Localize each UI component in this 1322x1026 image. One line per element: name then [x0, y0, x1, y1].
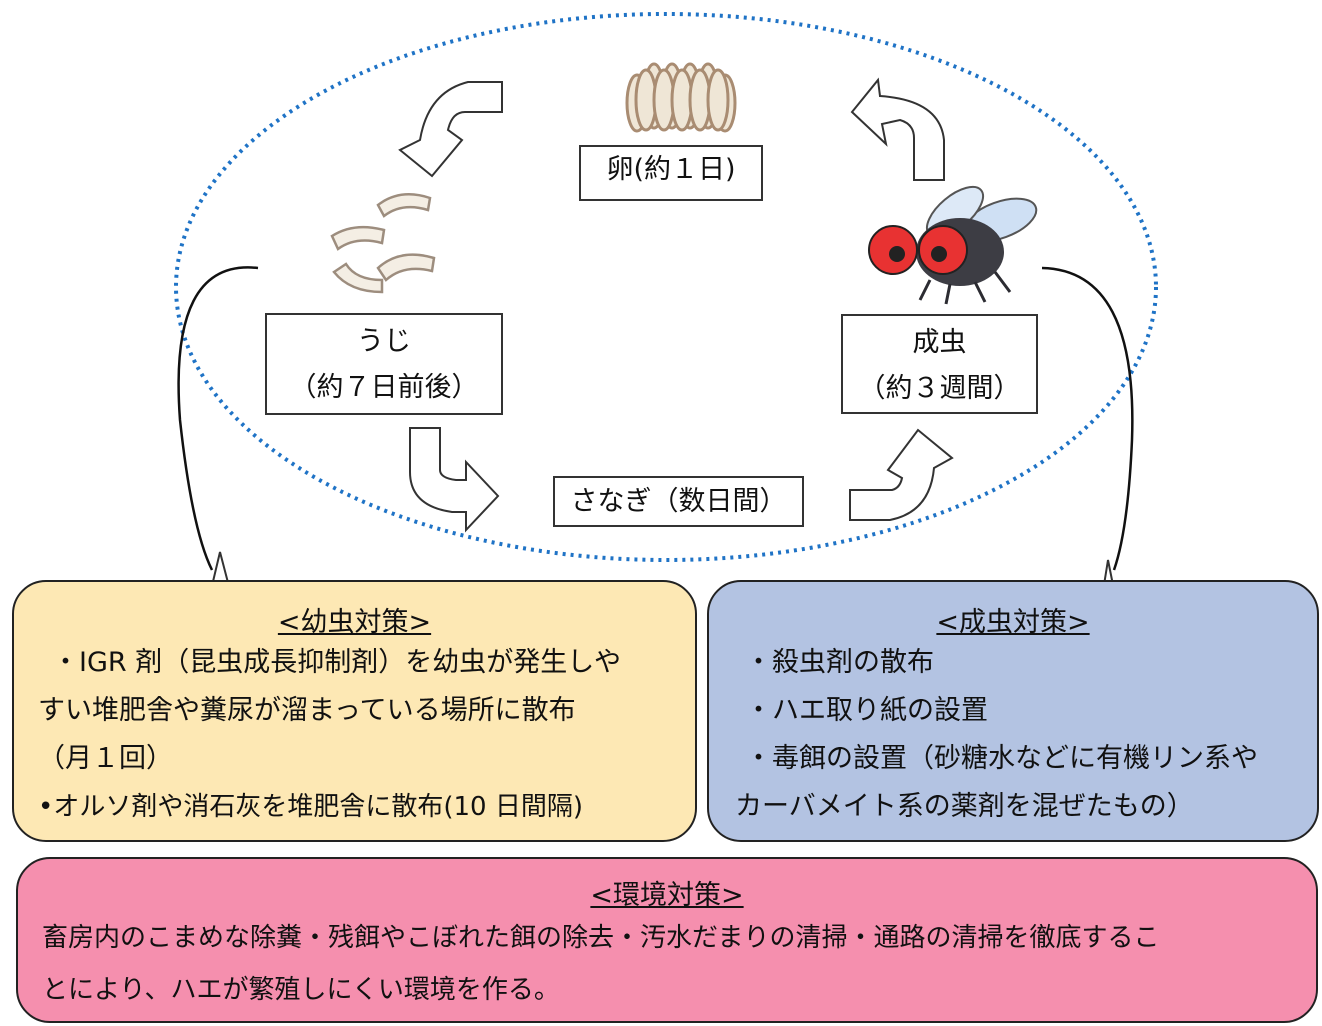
arrow-larva-to-pupa: [409, 427, 500, 533]
maggot-icon: [330, 193, 436, 294]
larva-measure-line: ・IGR 剤（昆虫成長抑制剤）を幼虫が発生しや: [52, 647, 621, 678]
adult-measures-panel: <成虫対策> ・殺虫剤の散布 ・ハエ取り紙の設置 ・毒餌の設置（砂糖水などに有機…: [707, 580, 1319, 842]
arrow-adult-to-egg: [850, 77, 945, 181]
larva-stage-label: うじ （約７日前後）: [265, 313, 503, 415]
adult-stage-duration: （約３週間）: [858, 372, 1021, 404]
adult-measures-title: <成虫対策>: [936, 607, 1090, 638]
larva-measures-panel: <幼虫対策> ・IGR 剤（昆虫成長抑制剤）を幼虫が発生しや すい堆肥舎や糞尿が…: [12, 580, 697, 842]
egg-cluster-icon: [625, 62, 737, 133]
environment-measure-line: とにより、ハエが繁殖しにくい環境を作る。: [42, 975, 560, 1005]
connector-adult-to-measures: [1041, 266, 1134, 571]
adult-measure-line: ・毒餌の設置（砂糖水などに有機リン系や: [745, 743, 1258, 774]
adult-stage-name: 成虫: [912, 327, 967, 358]
adult-measures-body: ・殺虫剤の散布 ・ハエ取り紙の設置 ・毒餌の設置（砂糖水などに有機リン系や カー…: [735, 639, 1317, 831]
environment-measure-line: 畜房内のこまめな除糞・残餌やこぼれた餌の除去・汚水だまりの清掃・通路の清掃を徹底…: [42, 923, 1160, 953]
larva-measures-body: ・IGR 剤（昆虫成長抑制剤）を幼虫が発生しや すい堆肥舎や糞尿が溜まっている場…: [38, 639, 695, 831]
fly-icon: [868, 185, 1038, 305]
larva-measure-line: すい堆肥舎や糞尿が溜まっている場所に散布: [38, 695, 576, 726]
pupa-stage-text: さなぎ（数日間）: [570, 486, 787, 517]
adult-stage-label: 成虫 （約３週間）: [841, 314, 1038, 414]
cycle-ellipse: [174, 12, 1158, 562]
larva-measures-title: <幼虫対策>: [277, 607, 432, 638]
environment-measures-panel: <環境対策> 畜房内のこまめな除糞・残餌やこぼれた餌の除去・汚水だまりの清掃・通…: [16, 857, 1318, 1023]
adult-measure-line: ・ハエ取り紙の設置: [745, 695, 988, 726]
connector-larva-to-measures: [177, 266, 259, 571]
arrow-pupa-to-adult: [849, 428, 954, 521]
environment-measures-body: 畜房内のこまめな除糞・残餌やこぼれた餌の除去・汚水だまりの清掃・通路の清掃を徹底…: [42, 912, 1316, 1016]
egg-stage-label: 卵(約１日): [579, 145, 763, 201]
adult-measure-line: カーバメイト系の薬剤を混ぜたもの）: [735, 791, 1194, 822]
pupa-stage-label: さなぎ（数日間）: [553, 476, 804, 527]
larva-measure-line: （月１回）: [38, 743, 173, 774]
larva-measure-line: •オルソ剤や消石灰を堆肥舎に散布(10 日間隔): [38, 792, 583, 822]
egg-stage-text: 卵(約１日): [606, 154, 736, 185]
adult-measure-line: ・殺虫剤の散布: [745, 647, 934, 678]
environment-measures-title: <環境対策>: [590, 880, 744, 911]
larva-stage-duration: （約７日前後）: [289, 371, 479, 403]
arrow-egg-to-larva: [398, 81, 503, 178]
larva-stage-name: うじ: [357, 326, 411, 357]
